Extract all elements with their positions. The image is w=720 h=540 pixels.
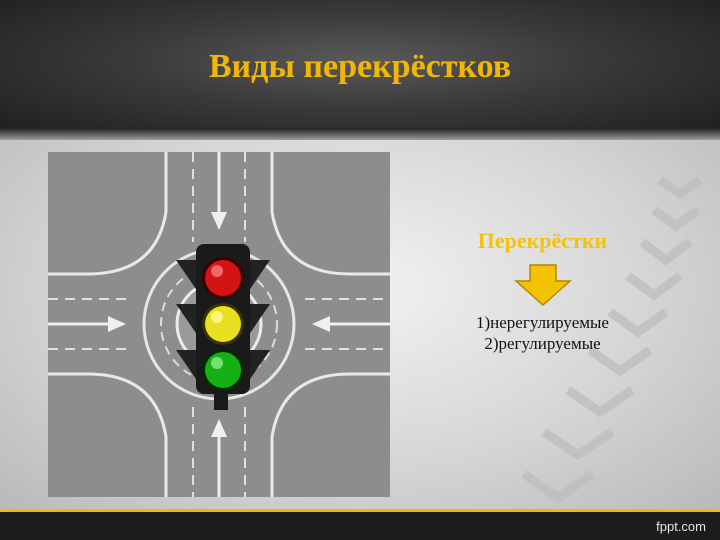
traffic-light-icon xyxy=(176,244,270,410)
down-arrow-icon xyxy=(514,264,572,307)
header-band xyxy=(0,0,720,135)
intersection-types-list: 1)нерегулируемые 2)регулируемые xyxy=(430,312,655,354)
intersection-illustration xyxy=(48,152,390,497)
list-item: 1)нерегулируемые xyxy=(476,313,609,332)
slide-title: Виды перекрёстков xyxy=(208,48,512,85)
brand-label: fppt.com xyxy=(656,519,706,534)
tire-tracks-decoration xyxy=(521,176,703,504)
footer-bar xyxy=(0,512,720,540)
list-item: 2)регулируемые xyxy=(484,334,601,353)
intersections-heading: Перекрёстки xyxy=(477,228,608,253)
